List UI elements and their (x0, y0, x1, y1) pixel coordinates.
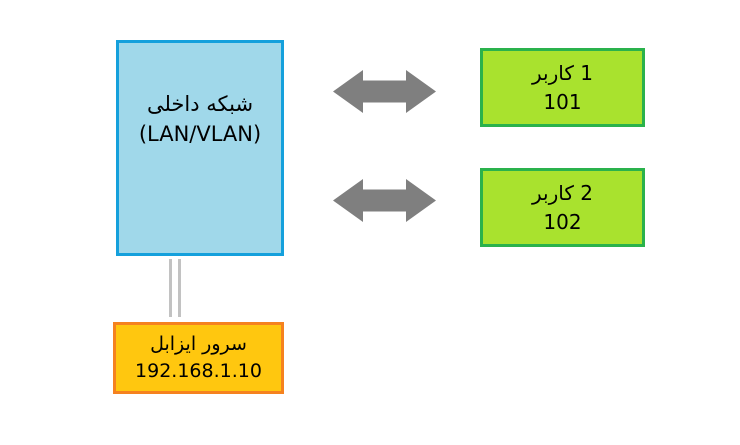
issabel-server-box: سرور ایزابل 192.168.1.10 (113, 322, 284, 394)
lan-network-label: شبکه داخلی (146, 92, 254, 116)
lan-network-box: شبکه داخلی (LAN/VLAN) (116, 40, 284, 256)
lan-vlan-label: (LAN/VLAN) (138, 122, 262, 146)
user2-label: کاربر ‎2 (532, 180, 593, 205)
user1-box: کاربر ‎1 101 (480, 48, 645, 127)
connector-line-right (178, 259, 181, 317)
issabel-server-label: سرور ایزابل (150, 333, 247, 355)
user2-box: کاربر ‎2 102 (480, 168, 645, 247)
user1-extension: 101 (543, 89, 582, 114)
connector-line-left (169, 259, 172, 317)
left-right-arrow-user1 (333, 70, 436, 113)
double-line-connector (169, 259, 181, 317)
issabel-server-ip: 192.168.1.10 (135, 360, 262, 382)
user1-label: کاربر ‎1 (532, 60, 593, 85)
left-right-arrow-user2 (333, 179, 436, 222)
user2-extension: 102 (543, 209, 582, 234)
